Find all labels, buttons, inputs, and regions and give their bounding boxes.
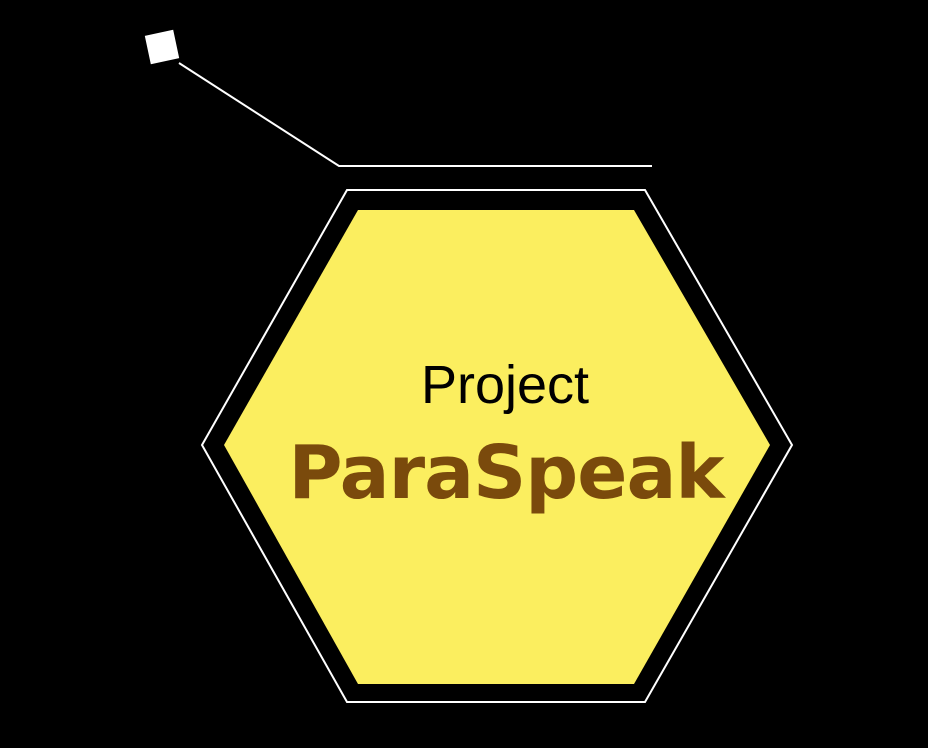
- logo-subtitle: Project: [420, 355, 590, 415]
- square-handle-icon: [144, 29, 180, 65]
- logo-title: ParaSpeak: [288, 430, 724, 516]
- connector-line: [178, 62, 652, 167]
- hexagon-outline: [200, 189, 794, 703]
- hexagon-fill: [224, 210, 770, 684]
